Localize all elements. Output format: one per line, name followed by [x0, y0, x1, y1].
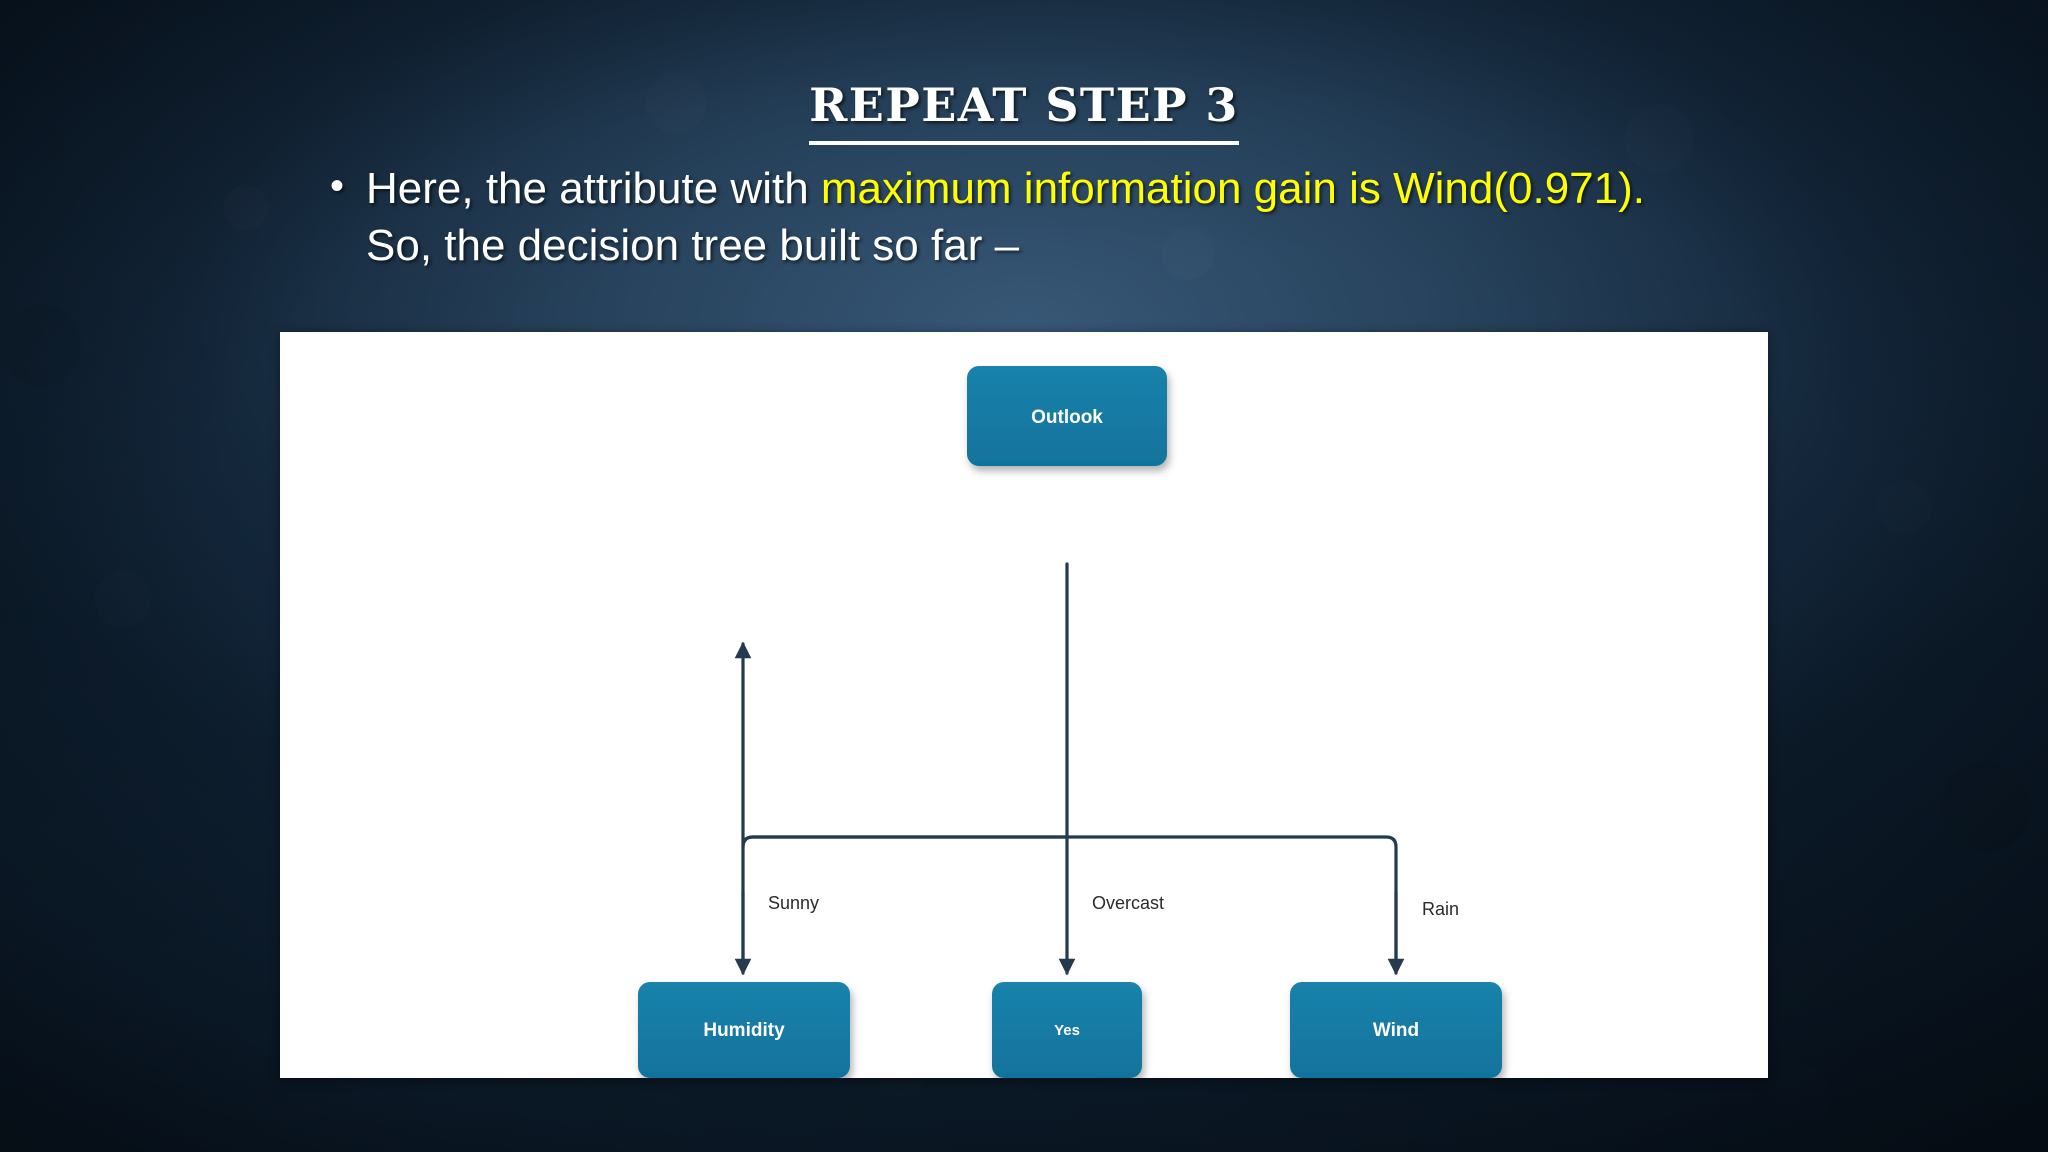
decision-tree-diagram: Outlook Humidity Yes Wind No: [638, 366, 1502, 1078]
diagram-panel: Outlook Humidity Yes Wind No: [280, 332, 1768, 1078]
body-line1-highlight: maximum information gain is: [820, 164, 1381, 213]
edge-label-rain: Rain: [1422, 899, 1459, 919]
node-label-wind: Wind: [1373, 1020, 1419, 1041]
bullet-item: • Here, the attribute with maximum infor…: [330, 160, 1670, 274]
tree-node-wind[interactable]: Wind: [1290, 982, 1502, 1078]
body-text-block: • Here, the attribute with maximum infor…: [330, 160, 1670, 274]
bullet-text: Here, the attribute with maximum informa…: [366, 160, 1670, 274]
edge-label-overcast: Overcast: [1092, 893, 1164, 913]
body-line1-plain: Here, the attribute with: [366, 164, 821, 213]
tree-node-outlook[interactable]: Outlook: [967, 366, 1167, 466]
edge-label-sunny: Sunny: [768, 893, 819, 913]
body-line2-plain: So, the decision tree built so far –: [366, 221, 1020, 271]
page-title: REPEAT STEP 3: [0, 78, 2048, 145]
link-outlook-to-humidity: [734, 641, 1069, 849]
node-label-yes-overcast: Yes: [1054, 1022, 1080, 1039]
node-label-outlook: Outlook: [1031, 407, 1103, 428]
tree-node-yes-overcast[interactable]: Yes: [992, 982, 1142, 1078]
node-label-humidity: Humidity: [703, 1020, 785, 1041]
tree-node-humidity[interactable]: Humidity: [638, 982, 850, 1078]
page-title-text: REPEAT STEP 3: [809, 78, 1239, 145]
body-line2-highlight: Wind(0.971).: [1393, 164, 1645, 213]
bullet-point-icon: •: [330, 164, 345, 208]
